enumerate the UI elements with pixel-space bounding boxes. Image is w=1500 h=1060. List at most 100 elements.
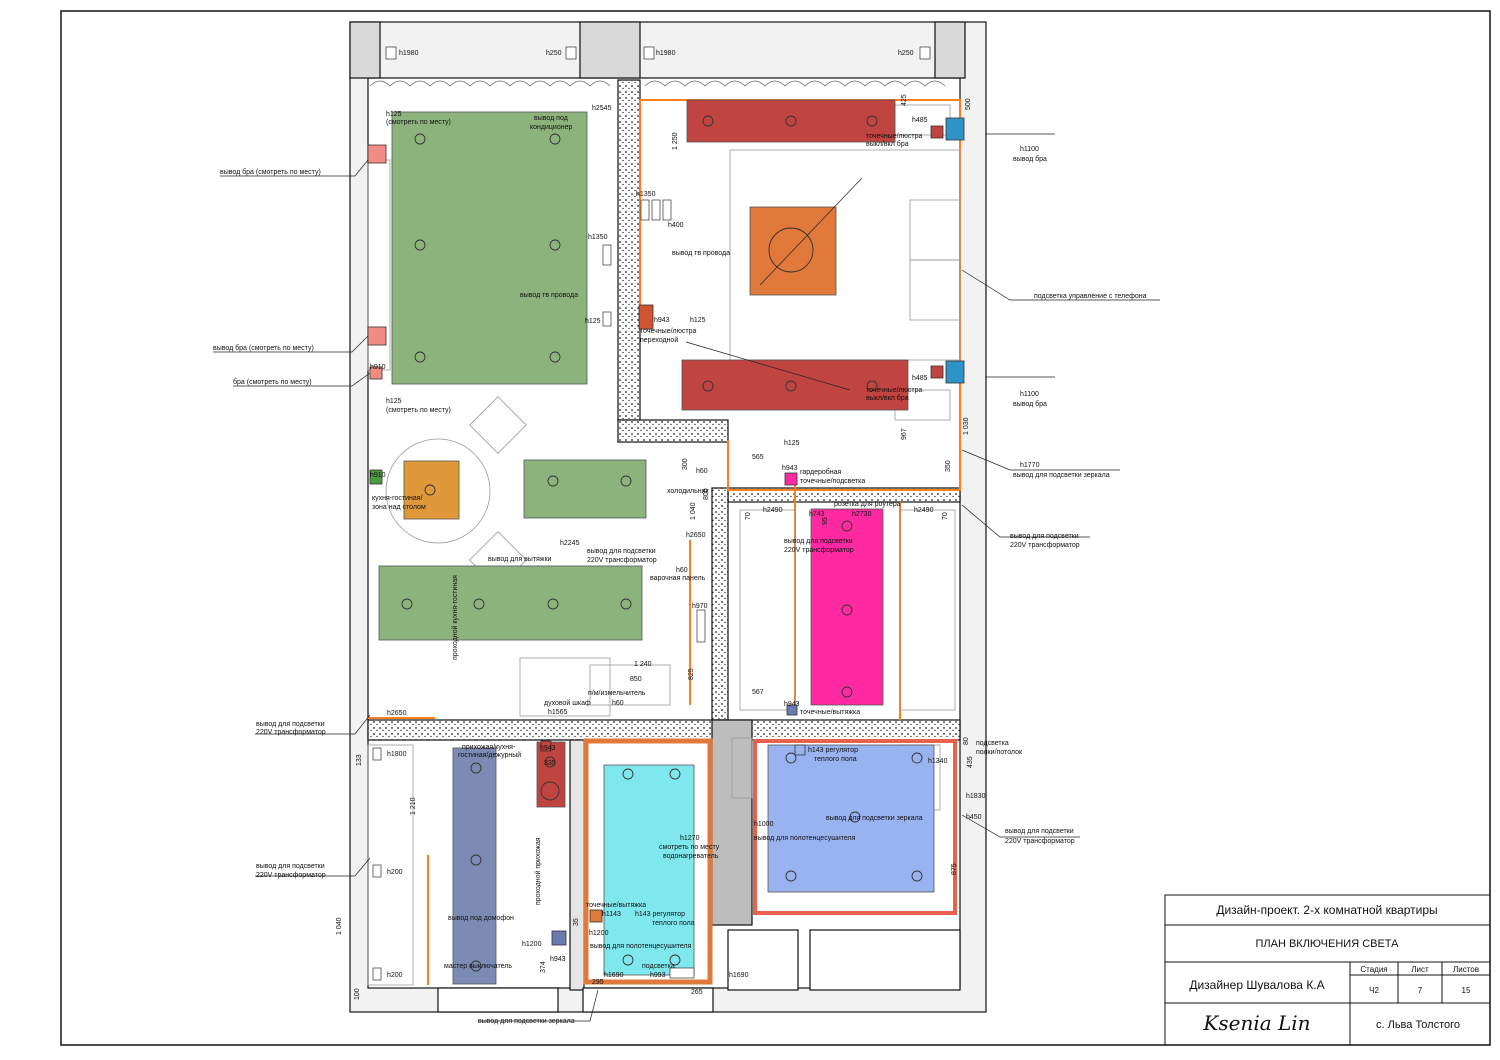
lbl-h910b: h910 [370, 472, 386, 479]
lbl-h125-look-1: h125 [386, 111, 402, 118]
lbl-h2490a: h2490 [763, 507, 783, 514]
lbl-h993: h993 [650, 972, 666, 979]
lighting-zones [378, 99, 957, 985]
lbl-spot-hood: точечные/вытяжка [800, 709, 860, 716]
lbl-dim-70a: 70 [745, 512, 752, 520]
lbl-intercom: вывод под домофон [448, 915, 514, 922]
lbl-pass-hall: проходной прихожая [534, 837, 542, 905]
lbl-h125-look-4: (смотреть по месту) [386, 407, 451, 414]
lbl-hob: варочная панель [650, 575, 706, 582]
title-stage: Ч2 [1369, 986, 1379, 995]
lbl-dim-1040a: 1 040 [690, 502, 697, 520]
title-project: Дизайн-проект. 2-х комнатной квартиры [1216, 903, 1437, 917]
lbl-dim-500: 500 [965, 98, 972, 110]
lbl-h1770: h1770 [1020, 462, 1040, 469]
lbl-h200b: h200 [387, 972, 403, 979]
lbl-tv-2: вывод тв провода [520, 292, 578, 299]
lbl-oven: духовой шкаф [544, 699, 591, 707]
lbl-h1270: h1270 [680, 835, 700, 842]
lbl-floor-b: теплого пола [814, 756, 857, 763]
lbl-led220-c2: 220V трансформатор [1010, 542, 1080, 549]
top-pillar-right [934, 21, 966, 79]
title-col-stage: Стадия [1360, 965, 1387, 974]
plan-labels: h1980 h250 h1980 h250 h2545 вывод под ко… [213, 50, 1147, 1025]
lbl-led220-f2: 220V трансформатор [1005, 838, 1075, 845]
lbl-h943b: h943 [782, 465, 798, 472]
lbl-dim-435: 435 [967, 756, 974, 768]
lbl-look-place: смотреть по месту [659, 844, 720, 851]
lbl-bra-look-2: вывод бра (смотреть по месту) [213, 344, 314, 352]
lbl-h1100a: h1100 [1020, 146, 1039, 153]
lbl-spot-bed-1: точечные/люстра [866, 133, 922, 140]
lbl-ac-2: кондиционер [530, 124, 572, 131]
lbl-h1800: h1800 [387, 751, 407, 758]
lbl-h125a: h125 [585, 318, 601, 325]
lbl-dim-1210: 1 210 [410, 797, 417, 815]
lbl-h125-look-2: (смотреть по месту) [386, 119, 451, 126]
lbl-master-sw: мастер выключатель [444, 963, 512, 970]
lbl-led220-d2: 220V трансформатор [256, 729, 326, 736]
lbl-h1980b: h1980 [656, 50, 676, 57]
lbl-led220-a1: вывод для подсветки [587, 548, 656, 555]
zone-bathroom-1 [603, 764, 695, 976]
lbl-dim-825: 825 [688, 668, 695, 680]
lbl-h2650a: h2650 [686, 532, 706, 539]
lbl-h60a: h60 [696, 468, 708, 475]
leader-lines [213, 133, 1160, 1022]
lbl-pass-kitchen: проходной кухня-гостиная [451, 575, 459, 660]
curtain-right [644, 80, 946, 87]
zone-living-room [391, 111, 588, 385]
top-pillar-mid [579, 21, 641, 79]
lbl-fridge: холодильник [667, 488, 710, 495]
lbl-dim-1240: 1 240 [634, 661, 652, 668]
lbl-dim-1030: 1 030 [963, 417, 970, 435]
lbl-dim-350: 350 [945, 460, 952, 472]
lbl-h1100b: h1100 [1020, 391, 1039, 398]
lbl-led220-c1: вывод для подсветки [1010, 533, 1079, 540]
lbl-dim-100: 100 [354, 988, 361, 1000]
zone-bathroom-1-frame [583, 738, 713, 985]
lbl-h1200a: h1200 [522, 941, 542, 948]
lbl-boiler: водонагреватель [663, 853, 719, 860]
lbl-h2650b: h2650 [387, 710, 407, 717]
lbl-dishwasher: п/м/измельчитель [588, 690, 646, 697]
lbl-h60c: h60 [612, 700, 624, 707]
lbl-kitchen-2: зона над столом [372, 504, 426, 511]
lbl-h143a: h143 регулятор [635, 911, 685, 918]
lbl-hood: вывод для вытяжки [488, 556, 552, 563]
lbl-h400: h400 [668, 222, 684, 229]
top-pillar-left [349, 21, 381, 79]
lbl-dim-800: 800 [703, 488, 710, 500]
lbl-floor-a: теплого пола [652, 920, 695, 927]
lbl-dim-133: 133 [356, 754, 363, 766]
lbl-dim-95: 95 [822, 517, 829, 525]
lbl-dim-295: 295 [592, 979, 604, 986]
zone-bathroom-2 [767, 744, 935, 893]
curtain-left [369, 80, 611, 87]
lbl-h125b: h125 [690, 317, 706, 324]
switches-outlets [367, 117, 965, 946]
lbl-dim-265: 265 [691, 989, 703, 996]
lbl-led220-a2: 220V трансформатор [587, 557, 657, 564]
lbl-h485a: h485 [912, 117, 928, 124]
lbl-h1690b: h1690 [729, 972, 749, 979]
lbl-dim-850: 850 [630, 676, 642, 683]
lbl-h1830: h1830 [966, 793, 986, 800]
lbl-h1000: h1000 [754, 821, 774, 828]
lbl-dim-565: 565 [752, 454, 764, 461]
title-designer: Дизайнер Шувалова К.А [1189, 978, 1324, 992]
lbl-wardrobe-2: точечные/подсветка [800, 478, 865, 485]
lbl-h910a: h910 [370, 364, 386, 371]
lbl-dim-70b: 70 [942, 512, 949, 520]
lbl-spot-bed-1b: выкл/вкл бра [866, 140, 909, 148]
lbl-kitchen-1: кухня-гостиная/ [372, 495, 423, 502]
zone-hall [452, 747, 497, 985]
lbl-dim-967: 967 [901, 428, 908, 440]
lbl-led220-e1: вывод для подсветки [256, 863, 325, 870]
title-sheet: ПЛАН ВКЛЮЧЕНИЯ СВЕТА [1256, 938, 1400, 950]
sheet-frame [60, 10, 1491, 1046]
designer-signature: Ksenia Lin [1202, 1011, 1310, 1035]
lbl-h970: h970 [692, 603, 708, 610]
lbl-niche-2: полки/потолок [976, 749, 1023, 756]
